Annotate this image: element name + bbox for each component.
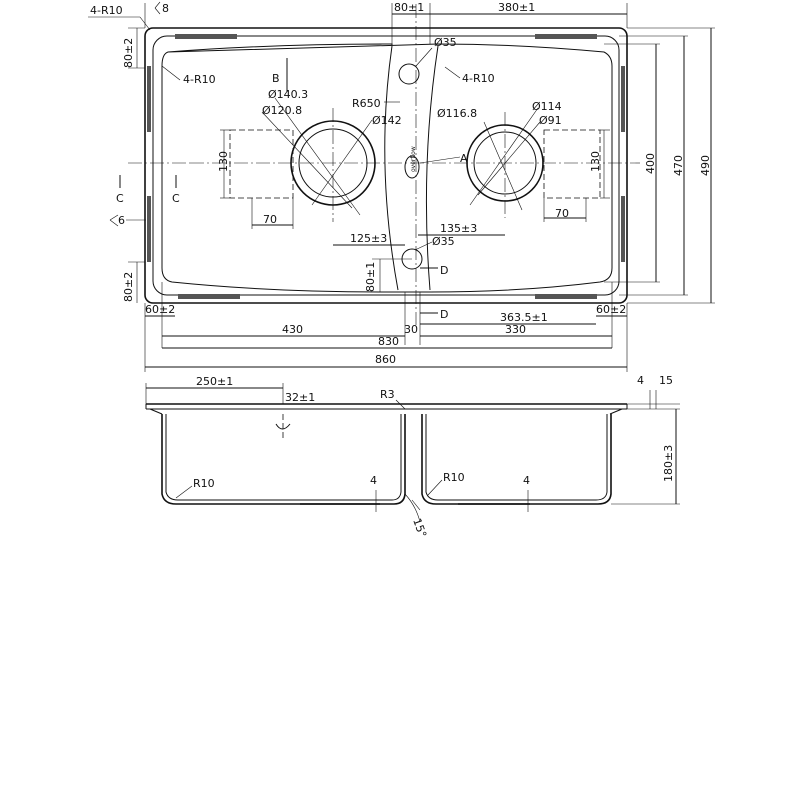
inner-deck <box>152 35 620 296</box>
bowl-left-section <box>161 414 406 505</box>
dim-60-left: 60±2 <box>145 303 175 316</box>
d114-label: Ø114 <box>532 100 562 113</box>
dim-32: 32±1 <box>285 391 315 404</box>
d142-label: Ø142 <box>372 114 402 127</box>
d116-label: Ø116.8 <box>437 107 477 120</box>
dim-135: 135±3 <box>440 222 477 235</box>
section-d-top: D <box>440 264 448 277</box>
overflow-logo-text: overflow <box>410 146 417 172</box>
dim-30: 30 <box>404 323 418 336</box>
dim-80-top: 80±1 <box>394 1 424 14</box>
corner-radius-tl: 4-R10 <box>90 4 123 17</box>
dim-80-bottom: 80±1 <box>364 262 377 292</box>
divider-curve-left <box>384 45 399 291</box>
d140-label: Ø140.3 <box>268 88 308 101</box>
section-c-right: C <box>172 192 180 205</box>
dim-860: 860 <box>375 353 396 366</box>
pocket-right <box>543 129 601 199</box>
dim-6: 6 <box>118 214 125 227</box>
dim-400: 400 <box>644 153 657 174</box>
dim-125: 125±3 <box>350 232 387 245</box>
section-view: 250±1 32±1 R3 180±3 4 15 R10 R10 4 4 15° <box>145 374 680 540</box>
d91-label: Ø91 <box>539 114 562 127</box>
dim-430: 430 <box>282 323 303 336</box>
gap-top: 8 <box>162 2 169 15</box>
tap-hole-top <box>398 63 420 85</box>
dim-363: 363.5±1 <box>500 311 548 324</box>
dim-4-top: 4 <box>637 374 644 387</box>
dim-130-right: 130 <box>589 151 602 172</box>
hatch-strip-right-bottom <box>621 196 625 262</box>
radius-inner-left: 4-R10 <box>183 73 216 86</box>
dim-180: 180±3 <box>662 445 675 482</box>
hatch-strip-bottom-right <box>535 294 597 299</box>
divider-curve-right <box>425 45 439 291</box>
pocket-left <box>229 129 294 199</box>
angle-15: 15° <box>410 517 429 540</box>
section-b: B <box>272 72 280 85</box>
dim-80-left-bottom: 80±2 <box>122 272 135 302</box>
dim-15: 15 <box>659 374 673 387</box>
dim-70-left: 70 <box>263 213 277 226</box>
hatch-strip-left-top <box>147 66 151 132</box>
dim-830: 830 <box>378 335 399 348</box>
section-d-bottom: D <box>440 308 448 321</box>
dim-470: 470 <box>672 155 685 176</box>
hatch-strip-top-left <box>175 34 237 39</box>
dim-380: 380±1 <box>498 1 535 14</box>
plan-view: overflow 80±1 380±1 4-R10 <box>88 1 715 372</box>
dim-250: 250±1 <box>196 375 233 388</box>
hatch-strip-bottom-left <box>178 294 240 299</box>
dim-70-right: 70 <box>555 207 569 220</box>
bowl-right-section <box>421 414 612 505</box>
r3-label: R3 <box>380 388 395 401</box>
dim-60-right: 60±2 <box>596 303 626 316</box>
section-c-left: C <box>116 192 124 205</box>
d120-label: Ø120.8 <box>262 104 302 117</box>
bowl-outline <box>161 43 613 293</box>
outer-rim <box>144 27 628 304</box>
r10-left: R10 <box>193 477 215 490</box>
dim-4-left: 4 <box>370 474 377 487</box>
dim-330: 330 <box>505 323 526 336</box>
dim-4-right: 4 <box>523 474 530 487</box>
overflow-logo <box>404 155 420 179</box>
hole-35-top: Ø35 <box>434 36 457 49</box>
r650-label: R650 <box>352 97 381 110</box>
section-a: A <box>460 152 468 165</box>
dim-490: 490 <box>699 155 712 176</box>
drain-right-inner <box>473 131 537 195</box>
hole-35-bottom: Ø35 <box>432 235 455 248</box>
dim-80-left-top: 80±2 <box>122 38 135 68</box>
hatch-strip-left-bottom <box>147 196 151 262</box>
hatch-strip-top-right <box>535 34 597 39</box>
dim-130-left: 130 <box>217 151 230 172</box>
r10-right: R10 <box>443 471 465 484</box>
hatch-strip-right-top <box>621 66 625 132</box>
radius-inner-right: 4-R10 <box>462 72 495 85</box>
